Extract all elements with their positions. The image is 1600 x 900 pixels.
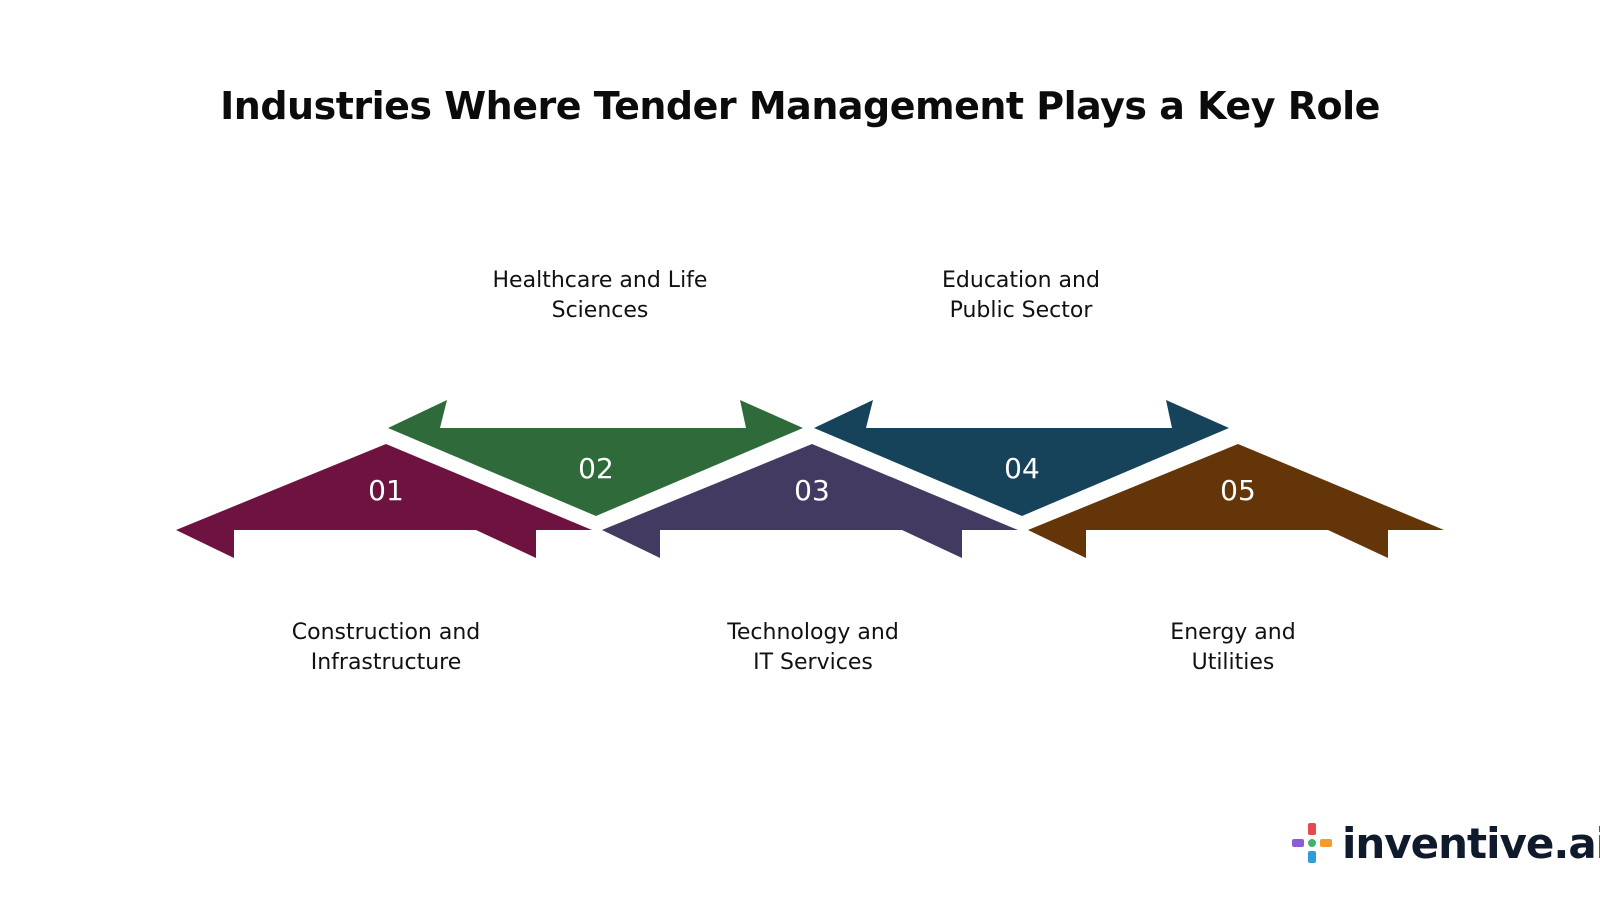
- step-01-label-line1: Construction and: [291, 620, 481, 645]
- brand-logo: inventive.ai: [1290, 818, 1600, 868]
- step-01-label-line2: Infrastructure: [310, 650, 462, 675]
- step-05-label: Energy and Utilities: [1083, 618, 1383, 678]
- logo-mark-left: [1292, 839, 1304, 847]
- step-05-label-line2: Utilities: [1191, 650, 1275, 675]
- step-05-shape: 05: [1028, 444, 1444, 558]
- step-01-shape: 01: [176, 444, 592, 558]
- step-04-fill: [814, 400, 1229, 516]
- step-01-label: Construction and Infrastructure: [236, 618, 536, 678]
- step-02-label: Healthcare and Life Sciences: [450, 266, 750, 326]
- step-03-shape: 03: [602, 444, 1018, 558]
- step-02-label-line1: Healthcare and Life: [492, 268, 708, 293]
- step-03-label: Technology and IT Services: [663, 618, 963, 678]
- step-01-fill: [176, 444, 592, 558]
- step-01-number: 01: [368, 474, 404, 507]
- step-03-number: 03: [794, 474, 830, 507]
- step-03-label-line1: Technology and: [727, 620, 899, 645]
- logo-mark-right: [1320, 839, 1332, 847]
- step-02-fill: [388, 400, 803, 516]
- step-04-label: Education and Public Sector: [871, 266, 1171, 326]
- step-05-fill: [1028, 444, 1444, 558]
- logo-mark-bottom: [1308, 851, 1316, 863]
- step-02-number: 02: [578, 452, 614, 485]
- logo-mark-icon: [1292, 823, 1332, 863]
- step-04-number: 04: [1004, 452, 1040, 485]
- step-02-shape: 02: [388, 400, 803, 516]
- step-05-label-line1: Energy and: [1170, 620, 1296, 645]
- step-02-label-line2: Sciences: [551, 298, 649, 323]
- step-03-label-line2: IT Services: [753, 650, 873, 675]
- logo-text: inventive.ai: [1342, 818, 1600, 868]
- step-04-label-line2: Public Sector: [949, 298, 1093, 323]
- step-03-fill: [602, 444, 1018, 558]
- page-title: Industries Where Tender Management Plays…: [220, 84, 1380, 128]
- step-05-number: 05: [1220, 474, 1256, 507]
- logo-mark-top: [1308, 823, 1316, 835]
- logo-mark-center: [1308, 839, 1316, 847]
- step-04-shape: 04: [814, 400, 1229, 516]
- step-04-label-line1: Education and: [942, 268, 1100, 293]
